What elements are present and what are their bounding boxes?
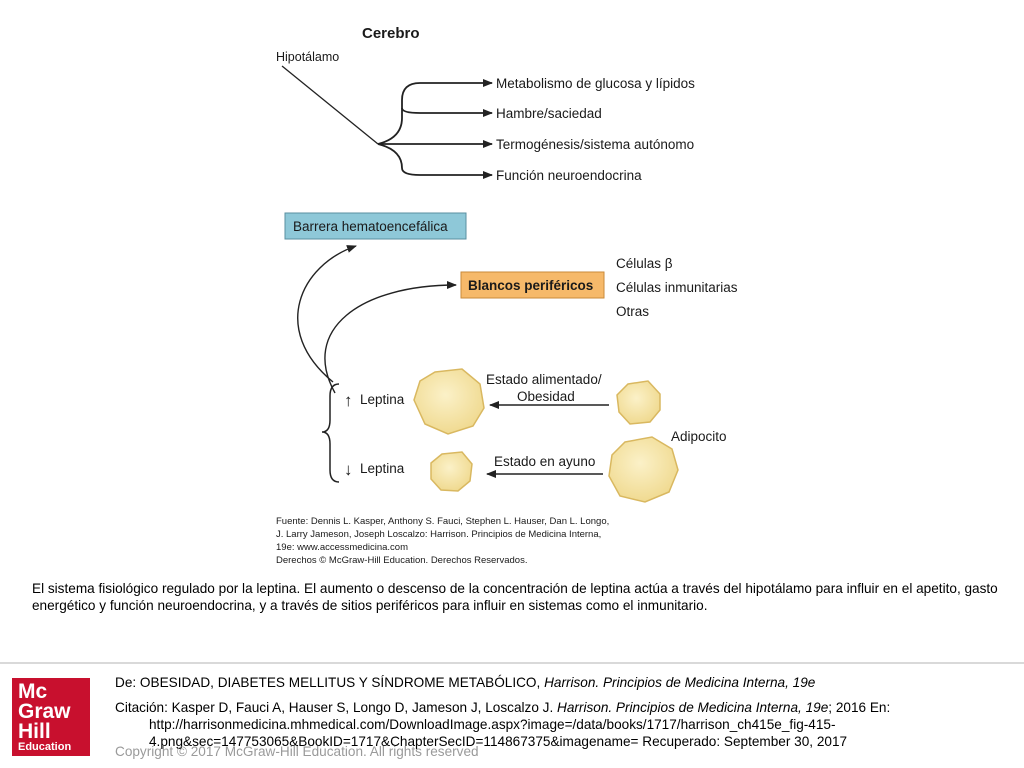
output-metabolism: Metabolismo de glucosa y lípidos [496, 76, 695, 91]
fed-state-label-2: Obesidad [517, 389, 575, 404]
citation-block: De: OBESIDAD, DIABETES MELLITUS Y SÍNDRO… [115, 674, 1015, 750]
brain-title: Cerebro [362, 25, 420, 42]
copyright-notice: Copyright © 2017 McGraw-Hill Education. … [115, 744, 479, 759]
arrow-hunger [401, 107, 493, 117]
bbb-label: Barrera hematoencefálica [293, 219, 448, 234]
arrow-to-targets [324, 281, 457, 394]
adipocyte-large-fed [413, 368, 485, 435]
peripheral-targets-label: Blancos periféricos [468, 278, 593, 293]
target-others: Otras [616, 304, 649, 319]
fed-state-label-1: Estado alimentado/ [486, 372, 602, 387]
adipocyte-small-fasting [430, 451, 473, 492]
adipocyte-large-fasting [608, 436, 679, 503]
adipocyte-label: Adipocito [671, 429, 727, 444]
mcgraw-hill-logo: Mc Graw Hill Education [12, 678, 90, 756]
arrow-to-bbb [297, 245, 357, 383]
citation-url-1[interactable]: http://harrisonmedicina.mhmedical.com/Do… [149, 717, 836, 732]
hypothalamus-pointer-line [281, 65, 379, 145]
bbb-box [284, 212, 467, 240]
citation-url-2[interactable]: 4.png&sec=147753065&BookID=1717&ChapterS… [149, 734, 848, 749]
output-hunger: Hambre/saciedad [496, 106, 602, 121]
adipocyte-small-fed [616, 380, 661, 425]
leptin-down-label: Leptina [360, 461, 405, 476]
arrow-metabolism [377, 79, 493, 145]
target-immune-cells: Células inmunitarias [616, 280, 738, 295]
output-thermogenesis: Termogénesis/sistema autónomo [496, 137, 694, 152]
arrow-neuroendocrine [377, 143, 493, 179]
citation-from: De: OBESIDAD, DIABETES MELLITUS Y SÍNDRO… [115, 675, 816, 690]
leptin-down-arrow: ↓ [344, 460, 353, 479]
fasting-state-label: Estado en ayuno [494, 454, 595, 469]
figure-caption: El sistema fisiológico regulado por la l… [32, 581, 998, 613]
source-line-4: Derechos © McGraw-Hill Education. Derech… [276, 555, 527, 566]
citation-text: Citación: Kasper D, Fauci A, Hauser S, L… [115, 700, 891, 715]
hypothalamus-label: Hipotálamo [276, 50, 339, 64]
output-neuroendocrine: Función neuroendocrina [496, 168, 642, 183]
source-line-3: 19e: www.accessmedicina.com [276, 542, 408, 553]
peripheral-targets-box [460, 271, 605, 299]
source-line-1: Fuente: Dennis L. Kasper, Anthony S. Fau… [276, 516, 609, 527]
leptin-up-label: Leptina [360, 392, 405, 407]
source-line-2: J. Larry Jameson, Joseph Loscalzo: Harri… [276, 529, 601, 540]
target-beta-cells: Células β [616, 256, 673, 271]
leptin-up-arrow: ↑ [344, 391, 353, 410]
divider [0, 662, 1024, 664]
leptin-diagram: Cerebro Hipotálamo Metabolismo de glucos… [276, 25, 738, 566]
leptin-brace [321, 383, 340, 483]
